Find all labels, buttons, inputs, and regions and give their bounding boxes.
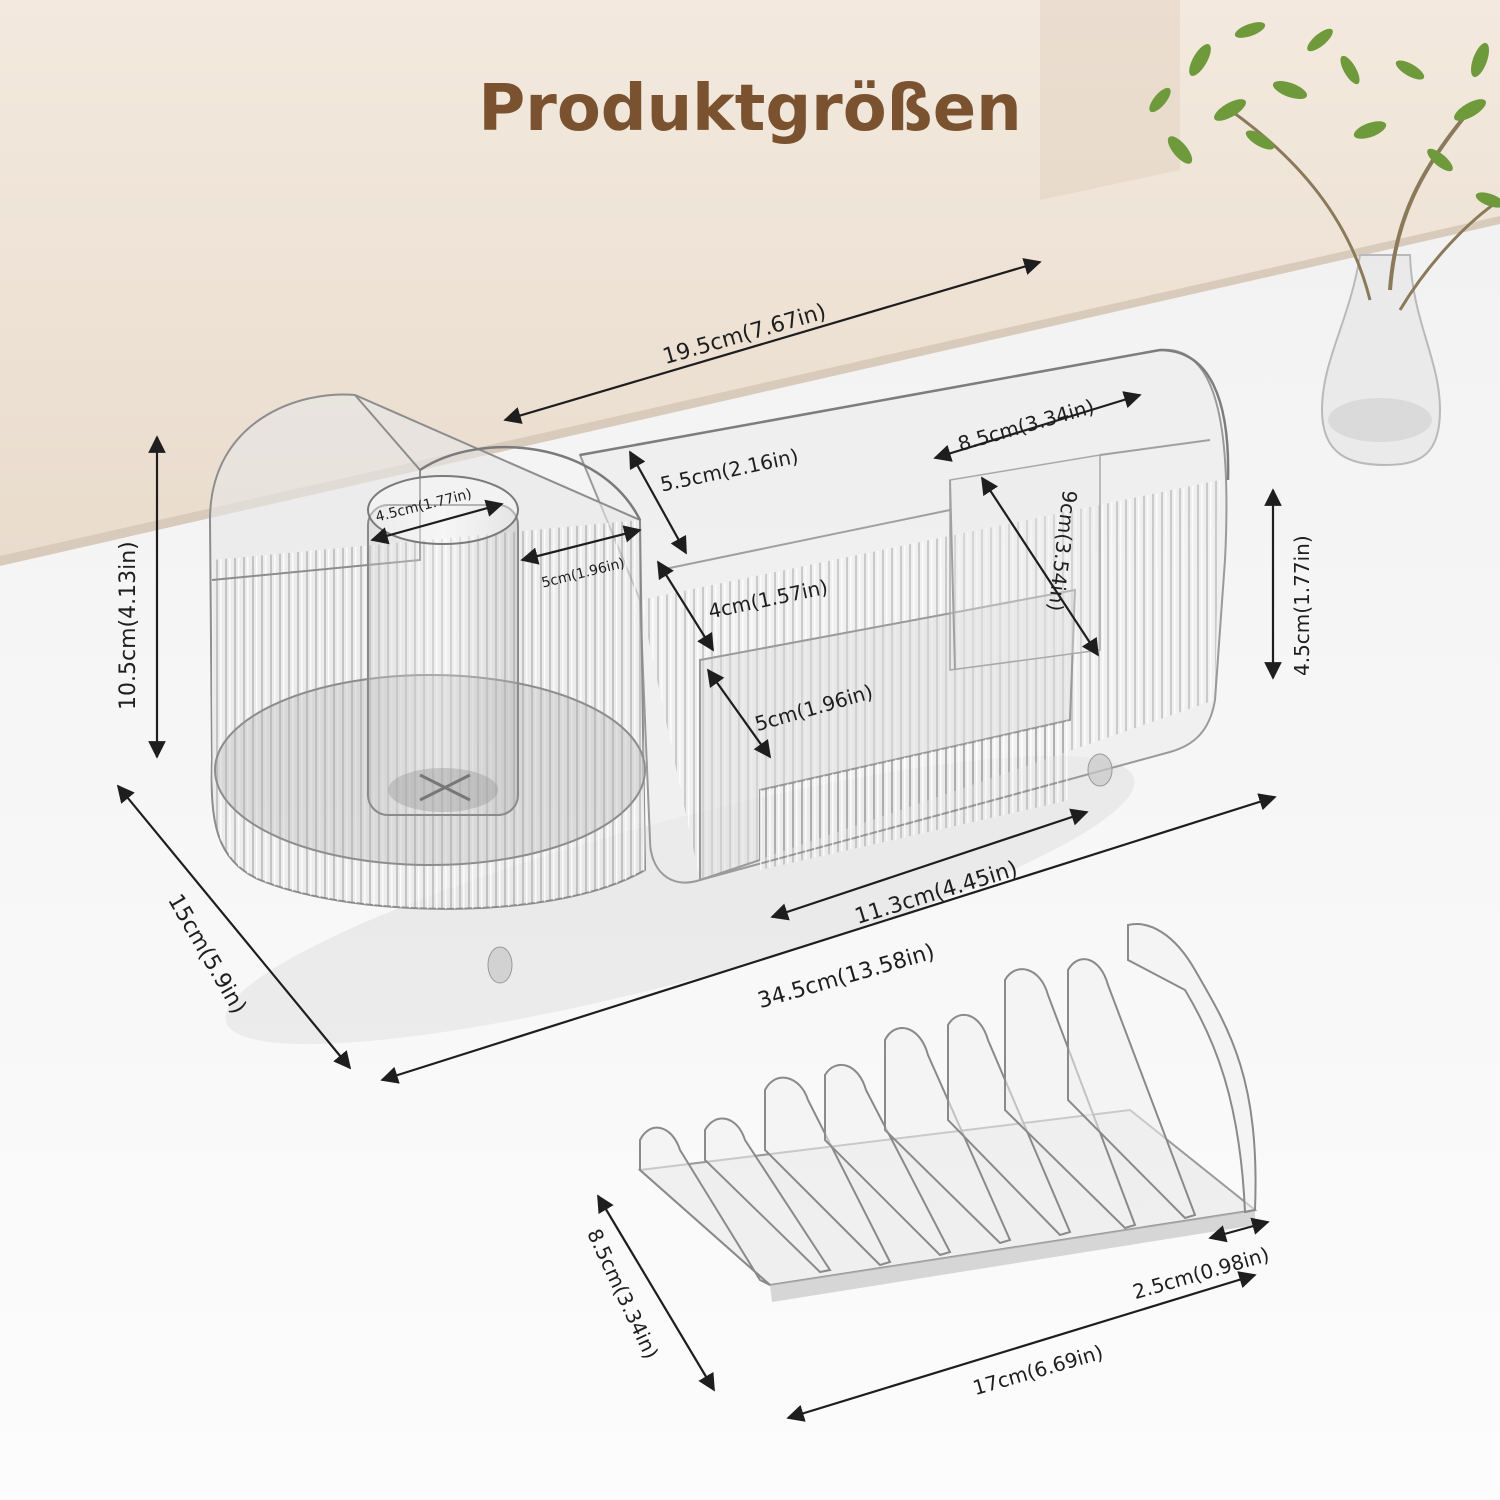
- leaves: [1149, 22, 1500, 208]
- dim-total-height: 10.5cm(4.13in): [116, 541, 141, 710]
- vase-with-plant: [1149, 22, 1500, 467]
- dimension-lines: [116, 258, 1282, 1422]
- dim-tray-height: 4.5cm(1.77in): [1290, 535, 1314, 676]
- vase: [1320, 254, 1442, 467]
- wall-stripe: [1040, 0, 1180, 200]
- brush-cup: [367, 475, 519, 816]
- page-title: Produktgrößen: [478, 72, 1022, 146]
